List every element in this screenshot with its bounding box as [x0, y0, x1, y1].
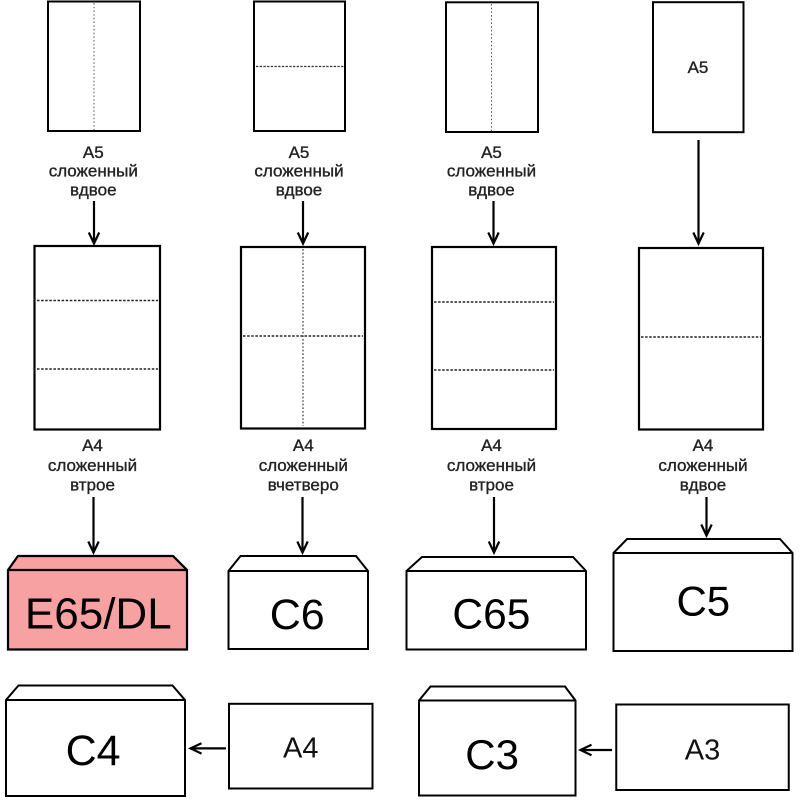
svg-text:сложенный: сложенный	[49, 162, 138, 181]
svg-text:вдвое: вдвое	[276, 181, 323, 200]
svg-text:сложенный: сложенный	[447, 456, 536, 475]
svg-text:втрое: втрое	[70, 476, 115, 495]
svg-text:А4: А4	[293, 436, 314, 455]
svg-text:сложенный: сложенный	[658, 456, 747, 475]
svg-text:E65/DL: E65/DL	[25, 590, 172, 639]
svg-text:вдвое: вдвое	[680, 476, 727, 495]
svg-text:C4: C4	[66, 727, 121, 775]
svg-text:А5: А5	[481, 143, 502, 162]
svg-text:C3: C3	[465, 731, 519, 778]
svg-text:вчетверо: вчетверо	[268, 476, 339, 495]
svg-text:C5: C5	[676, 577, 730, 624]
svg-text:вдвое: вдвое	[468, 181, 515, 200]
svg-text:А5: А5	[83, 143, 104, 162]
svg-text:втрое: втрое	[469, 476, 514, 495]
svg-text:А3: А3	[685, 735, 720, 767]
svg-text:А4: А4	[481, 436, 502, 455]
svg-text:А4: А4	[82, 436, 103, 455]
svg-text:C65: C65	[452, 592, 530, 639]
svg-text:сложенный: сложенный	[259, 456, 348, 475]
svg-text:А5: А5	[289, 143, 310, 162]
svg-text:сложенный: сложенный	[447, 162, 536, 181]
svg-text:C6: C6	[270, 591, 325, 639]
svg-text:А5: А5	[688, 58, 709, 77]
svg-text:А4: А4	[283, 732, 318, 764]
svg-text:вдвое: вдвое	[70, 181, 117, 200]
svg-text:сложенный: сложенный	[48, 456, 137, 475]
svg-text:А4: А4	[693, 436, 714, 455]
svg-text:сложенный: сложенный	[254, 162, 343, 181]
